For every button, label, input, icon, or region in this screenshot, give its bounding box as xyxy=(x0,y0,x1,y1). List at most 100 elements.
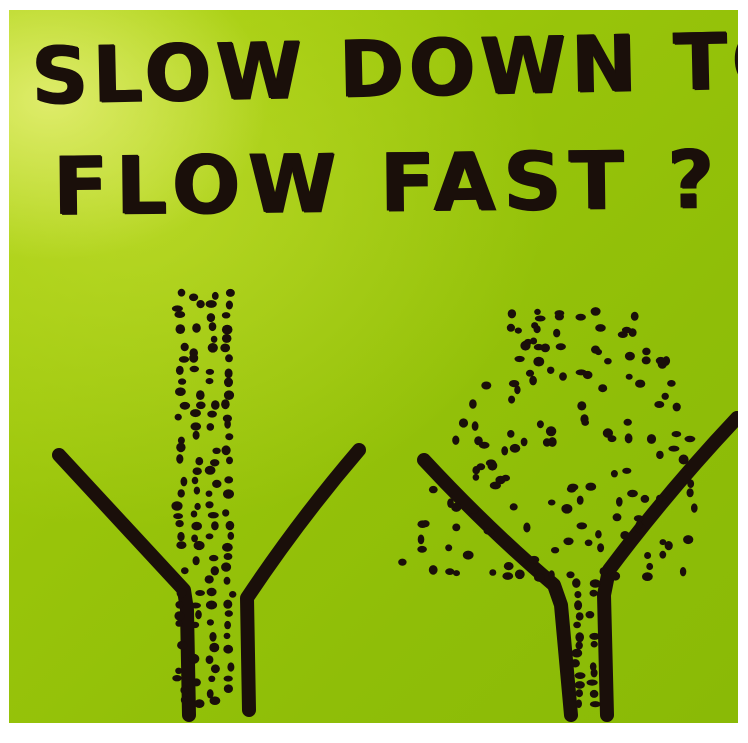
ink-dot xyxy=(452,436,459,445)
ink-dot xyxy=(580,414,588,423)
ink-dot xyxy=(561,504,572,514)
ink-dot xyxy=(576,314,586,321)
ink-dot xyxy=(176,454,183,464)
ink-dot xyxy=(177,641,187,650)
ink-dot xyxy=(211,566,219,575)
ink-dot xyxy=(563,538,573,546)
ink-dot xyxy=(523,523,530,533)
ink-dot xyxy=(604,358,612,364)
ink-dot xyxy=(208,676,215,682)
ink-dot xyxy=(622,468,631,474)
wide-stream-funnel xyxy=(398,307,737,715)
ink-dot xyxy=(521,438,528,447)
ink-dot xyxy=(224,633,231,639)
ink-dot xyxy=(175,387,186,396)
ink-dot xyxy=(488,461,498,471)
ink-dot xyxy=(508,309,516,318)
ink-dot xyxy=(573,622,581,629)
ink-dot xyxy=(589,633,600,640)
ink-dot xyxy=(575,672,586,679)
ink-dot xyxy=(642,348,650,356)
ink-dot xyxy=(226,301,233,310)
ink-dot xyxy=(175,601,183,609)
ink-dot xyxy=(208,343,218,353)
ink-dot xyxy=(417,520,427,528)
ink-dot xyxy=(445,568,454,575)
ink-dot xyxy=(484,528,495,535)
ink-dot xyxy=(224,476,233,483)
ink-dot xyxy=(180,686,188,695)
ink-dot xyxy=(571,649,582,658)
ink-dot xyxy=(660,539,667,545)
ink-dot xyxy=(691,503,698,512)
ink-dot xyxy=(207,619,214,625)
ink-dot xyxy=(459,418,468,427)
sticky-note: SLOW DOWN TO FLOW FAST ? xyxy=(9,10,738,723)
ink-dot xyxy=(576,641,583,649)
ink-dot xyxy=(209,322,217,331)
ink-dot xyxy=(508,396,515,404)
ink-dot xyxy=(577,522,588,529)
ink-dot xyxy=(229,591,236,598)
ink-dot xyxy=(553,329,560,338)
ink-dot xyxy=(191,522,202,531)
ink-dot xyxy=(196,402,206,410)
ink-dot xyxy=(207,411,217,418)
ink-dot xyxy=(567,486,576,493)
ink-dot xyxy=(463,551,474,560)
ink-dot xyxy=(174,611,184,620)
ink-dot xyxy=(577,401,586,410)
ink-dot xyxy=(472,421,479,431)
ink-dot xyxy=(195,590,205,596)
ink-dot xyxy=(224,390,234,400)
ink-dot xyxy=(181,567,189,574)
ink-dot xyxy=(504,562,514,570)
ink-dot xyxy=(625,352,635,361)
ink-dot xyxy=(174,311,185,318)
ink-dot xyxy=(190,603,201,609)
ink-dot xyxy=(212,480,221,488)
ink-dot xyxy=(225,610,233,617)
ink-dot xyxy=(507,324,515,332)
ink-dot xyxy=(685,436,696,442)
ink-dot xyxy=(223,600,232,609)
ink-dot xyxy=(595,324,606,332)
ink-dot xyxy=(224,553,233,560)
ink-dot xyxy=(193,467,202,475)
ink-dot xyxy=(587,680,598,686)
ink-dot xyxy=(534,574,545,582)
ink-dot xyxy=(192,323,201,332)
ink-dot xyxy=(196,300,204,308)
ink-dot xyxy=(226,289,235,297)
ink-dot xyxy=(627,490,638,497)
ink-dot xyxy=(611,470,618,477)
left-funnel-outline xyxy=(59,455,189,715)
ink-dot xyxy=(206,369,214,375)
ink-dot xyxy=(642,572,653,581)
ink-dot xyxy=(668,446,679,452)
ink-dot xyxy=(548,500,556,506)
ink-dot xyxy=(646,563,653,570)
ink-dot xyxy=(591,669,598,678)
ink-dot xyxy=(489,569,496,576)
ink-dot xyxy=(194,541,205,550)
ink-dot xyxy=(191,535,198,543)
ink-dot xyxy=(590,590,598,597)
funnel-drawings xyxy=(9,10,738,723)
ink-dot xyxy=(207,423,215,431)
ink-dot xyxy=(180,402,190,410)
ink-dot xyxy=(222,445,231,455)
ink-dot xyxy=(206,655,214,664)
ink-dot xyxy=(226,521,235,530)
ink-dot xyxy=(211,664,220,673)
ink-dot xyxy=(445,544,452,551)
ink-dot xyxy=(222,334,232,343)
ink-dot xyxy=(502,572,513,580)
ink-dot xyxy=(206,533,214,539)
ink-dot xyxy=(190,366,199,372)
ink-dot xyxy=(172,675,181,681)
ink-dot xyxy=(546,426,556,436)
ink-dot xyxy=(680,567,686,576)
ink-dot xyxy=(572,578,580,588)
